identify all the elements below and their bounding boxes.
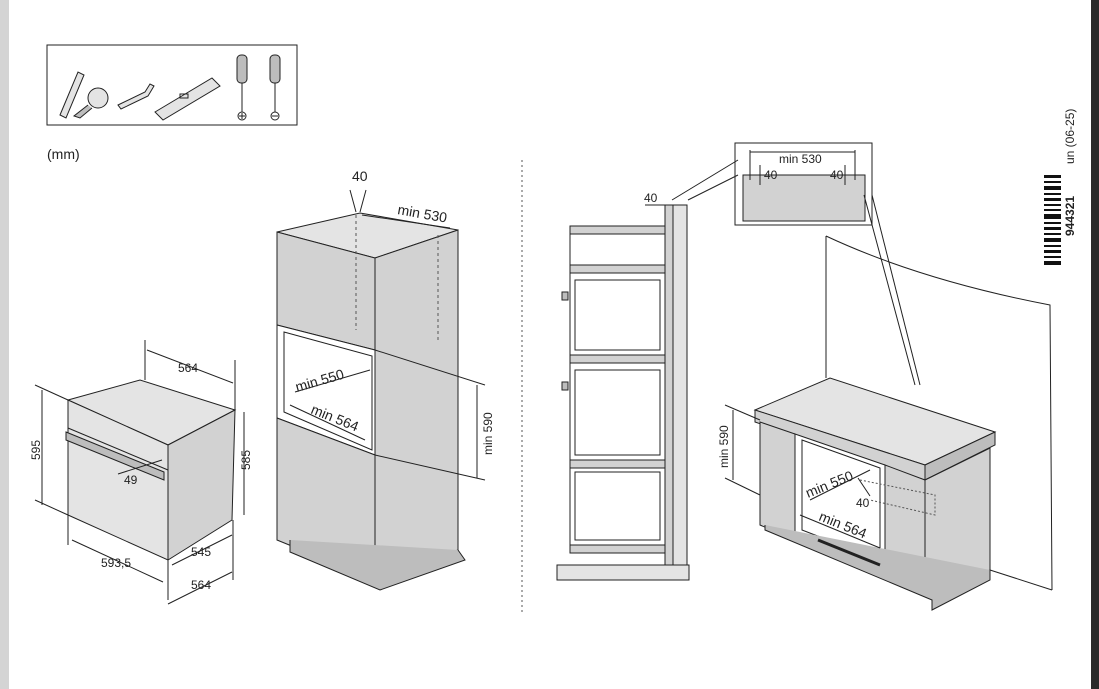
oven-drawing [34,340,245,605]
tape-measure-icon [72,87,109,119]
oven-width-dim: 593,5 [101,556,131,570]
spirit-level-icon [154,77,221,121]
oven-side-height-dim: 585 [239,450,253,470]
flat-screwdriver-icon [269,54,281,121]
barcode [1044,175,1061,265]
tools-panel [46,44,298,126]
counter-height-dim: min 590 [717,425,731,468]
oven-depth-top-dim: 564 [178,361,198,375]
hex-key-icon [117,83,155,110]
viewer-scrollbar[interactable] [1091,0,1099,689]
side-panel-dim: 40 [644,191,658,205]
viewer-left-margin [0,0,9,689]
undercounter-drawing [724,194,1053,611]
oven-total-depth-dim: 564 [191,578,211,592]
inset-right-gap-dim: 40 [830,168,844,182]
barcode-number: 944321 [1063,196,1077,236]
phillips-screwdriver-icon [236,54,248,121]
oven-height-dim: 595 [29,440,43,460]
inset-left-gap-dim: 40 [764,168,778,182]
oven-handle-dim: 49 [124,473,138,487]
niche-height-dim: min 590 [481,412,495,455]
pencil-icon [59,71,85,119]
tall-cabinet-drawing [276,189,486,591]
unit-label: (mm) [47,146,80,162]
document-code: un (06-25) [1063,109,1077,164]
cabinet-panel-dim: 40 [352,168,368,184]
inset-depth-dim: min 530 [779,152,822,166]
counter-gap-dim: 40 [856,496,870,510]
side-view-drawing [556,159,739,581]
oven-body-depth-dim: 545 [191,545,211,559]
inset-detail [734,142,873,226]
